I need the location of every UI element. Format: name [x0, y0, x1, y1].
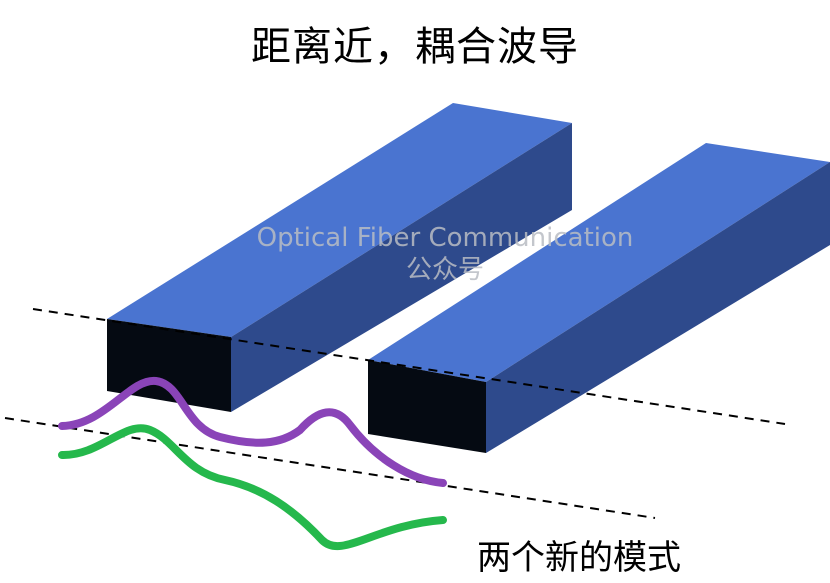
left-waveguide-top-face: [107, 103, 572, 337]
right-waveguide-side-face: [486, 162, 830, 453]
mode-profile-green: [58, 424, 447, 551]
mode-profile-purple: [58, 376, 447, 487]
right-waveguide-end-face: [368, 360, 486, 453]
left-waveguide-side-face: [231, 123, 572, 412]
right-waveguide-top-face: [368, 143, 830, 382]
caption-new-modes: 两个新的模式: [477, 538, 681, 578]
diagram-title: 距离近，耦合波导: [251, 24, 579, 70]
dashed-guide-line-lower: [4, 417, 656, 519]
right-waveguide: [368, 143, 830, 453]
